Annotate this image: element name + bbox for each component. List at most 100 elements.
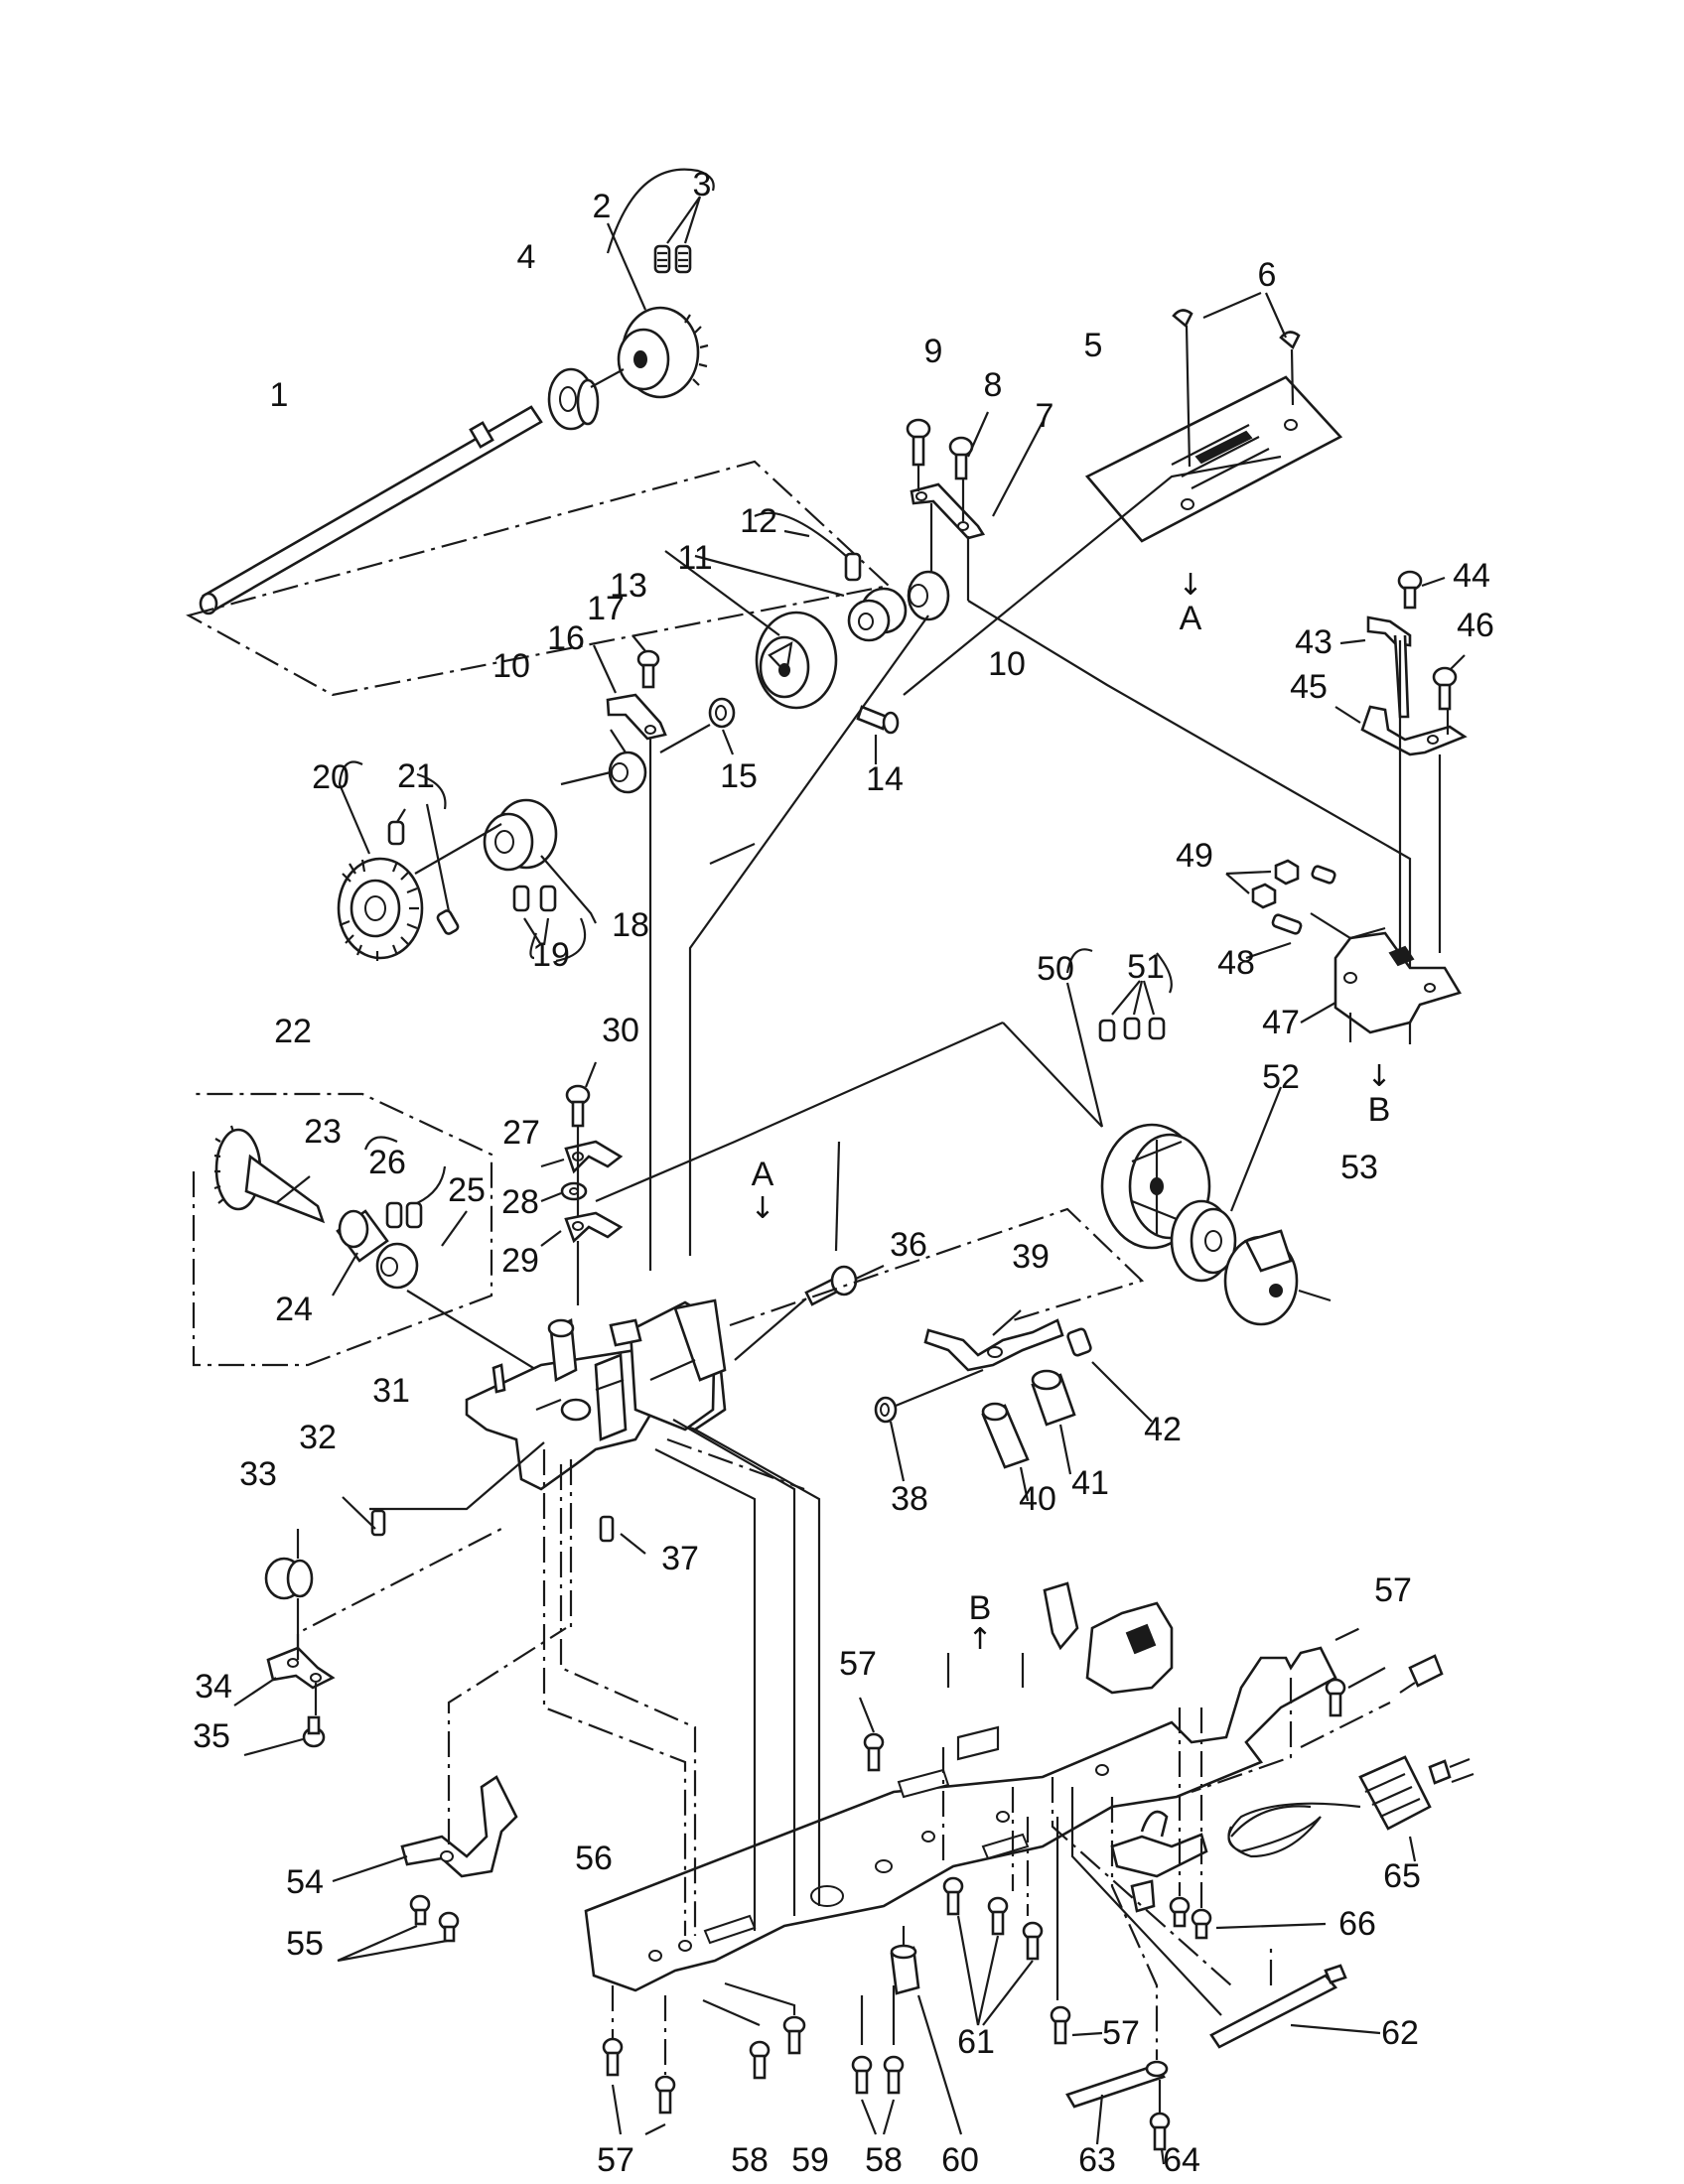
base-plate-56 bbox=[584, 1646, 1337, 1992]
callout-52: 52 bbox=[1262, 1058, 1300, 1096]
bracket-part-7 bbox=[910, 482, 986, 540]
main-shaft bbox=[199, 405, 543, 615]
callout-58-right: 58 bbox=[865, 2141, 903, 2179]
screw-57-mid bbox=[863, 1732, 885, 1772]
set-screw-32 bbox=[370, 1509, 386, 1537]
bushing-part-10-lower bbox=[608, 751, 647, 794]
bushing-25 bbox=[375, 1242, 419, 1290]
callout-26: 26 bbox=[368, 1144, 406, 1181]
callout-25: 25 bbox=[448, 1171, 486, 1209]
callout-48: 48 bbox=[1217, 944, 1255, 982]
bobbin-52 bbox=[1170, 1199, 1237, 1283]
set-screw-37 bbox=[599, 1515, 615, 1543]
arrow-down-b: ↓ bbox=[1366, 1059, 1392, 1094]
retaining-ring-15 bbox=[708, 697, 736, 729]
ref-mark-a-mid: A bbox=[751, 1156, 774, 1193]
needle-plate-5 bbox=[1084, 375, 1343, 543]
callout-18: 18 bbox=[612, 906, 649, 944]
callout-30: 30 bbox=[602, 1012, 639, 1049]
callout-11: 11 bbox=[677, 539, 713, 577]
screw-14 bbox=[856, 705, 900, 735]
callout-17: 17 bbox=[587, 590, 625, 627]
callout-57-right: 57 bbox=[1374, 1571, 1412, 1609]
callout-56: 56 bbox=[575, 1840, 613, 1877]
callout-63: 63 bbox=[1078, 2141, 1116, 2179]
callout-21: 21 bbox=[397, 757, 435, 795]
cord-clamp bbox=[1110, 1810, 1208, 1913]
callout-12: 12 bbox=[740, 502, 777, 540]
callout-32: 32 bbox=[299, 1419, 337, 1456]
bevel-gear-20 bbox=[337, 857, 424, 961]
screw-9 bbox=[906, 418, 931, 467]
ref-mark-b-mid: B bbox=[1367, 1091, 1391, 1129]
callout-65: 65 bbox=[1383, 1857, 1421, 1895]
screw-30 bbox=[565, 1084, 591, 1128]
ref-mark-b-bottom: B bbox=[968, 1589, 992, 1627]
power-cord-65 bbox=[1227, 1755, 1474, 1858]
callout-61: 61 bbox=[957, 2023, 995, 2061]
set-screw-12 bbox=[844, 552, 862, 582]
callout-29: 29 bbox=[501, 1242, 539, 1280]
callout-60: 60 bbox=[941, 2141, 979, 2179]
pin-40 bbox=[981, 1402, 1030, 1469]
callout-31: 31 bbox=[372, 1372, 410, 1410]
callout-57-lower: 57 bbox=[1102, 2014, 1140, 2052]
set-screw-21a bbox=[387, 820, 405, 846]
callout-9: 9 bbox=[923, 333, 943, 370]
callout-10-lower: 10 bbox=[492, 647, 530, 685]
screw-64 bbox=[1149, 2112, 1171, 2151]
spacer-60 bbox=[890, 1944, 920, 1995]
callout-50: 50 bbox=[1037, 950, 1074, 988]
shaft-pin-36 bbox=[804, 1265, 858, 1306]
base-bracket bbox=[1043, 1581, 1174, 1695]
callout-57-bottom: 57 bbox=[597, 2141, 634, 2179]
callout-1: 1 bbox=[269, 376, 289, 414]
callout-8: 8 bbox=[983, 366, 1003, 404]
plate-45 bbox=[1360, 705, 1468, 756]
bushing-part-18 bbox=[483, 798, 558, 872]
bracket-54 bbox=[400, 1775, 518, 1878]
arrow-up-b: ↑ bbox=[967, 1622, 993, 1657]
callout-13: 13 bbox=[610, 567, 647, 605]
callout-7: 7 bbox=[1035, 397, 1054, 435]
callout-41: 41 bbox=[1071, 1464, 1109, 1502]
callout-22: 22 bbox=[274, 1013, 312, 1050]
callout-66: 66 bbox=[1338, 1905, 1376, 1943]
callout-59: 59 bbox=[791, 2141, 829, 2179]
screw-46 bbox=[1432, 666, 1458, 711]
screw-44 bbox=[1397, 570, 1423, 610]
screw-35 bbox=[302, 1715, 326, 1748]
screw-8 bbox=[948, 436, 974, 480]
callout-38: 38 bbox=[891, 1480, 928, 1518]
screws-61 bbox=[942, 1876, 1044, 1961]
bushing-24 bbox=[336, 1209, 389, 1263]
screw-48 bbox=[1271, 913, 1303, 935]
callout-40: 40 bbox=[1019, 1480, 1056, 1518]
set-screw-42 bbox=[1066, 1327, 1092, 1357]
bracket-34 bbox=[266, 1646, 336, 1690]
set-screws-3 bbox=[653, 244, 692, 274]
bobbin-case-53 bbox=[1223, 1229, 1299, 1326]
callout-58-left: 58 bbox=[731, 2141, 769, 2179]
callout-28: 28 bbox=[501, 1183, 539, 1221]
callout-55: 55 bbox=[286, 1925, 324, 1963]
plate-29 bbox=[564, 1211, 624, 1244]
clamp-16 bbox=[606, 693, 667, 741]
callout-19: 19 bbox=[532, 936, 570, 974]
screw-57-lower bbox=[1050, 2005, 1071, 2045]
callout-14: 14 bbox=[866, 760, 904, 798]
nuts-49 bbox=[1251, 859, 1300, 909]
callout-43: 43 bbox=[1295, 623, 1333, 661]
set-screws-19 bbox=[512, 885, 557, 912]
screw-49b bbox=[1311, 865, 1336, 885]
arm-39 bbox=[923, 1318, 1064, 1372]
callout-24: 24 bbox=[275, 1291, 313, 1328]
screw-57-right bbox=[1325, 1678, 1346, 1717]
eccentric-cam-13 bbox=[755, 611, 838, 710]
callout-49: 49 bbox=[1176, 837, 1213, 875]
frame-casting-31 bbox=[465, 1298, 727, 1491]
callout-39: 39 bbox=[1012, 1238, 1050, 1276]
set-screws-26 bbox=[385, 1201, 423, 1229]
callout-3: 3 bbox=[692, 166, 712, 204]
